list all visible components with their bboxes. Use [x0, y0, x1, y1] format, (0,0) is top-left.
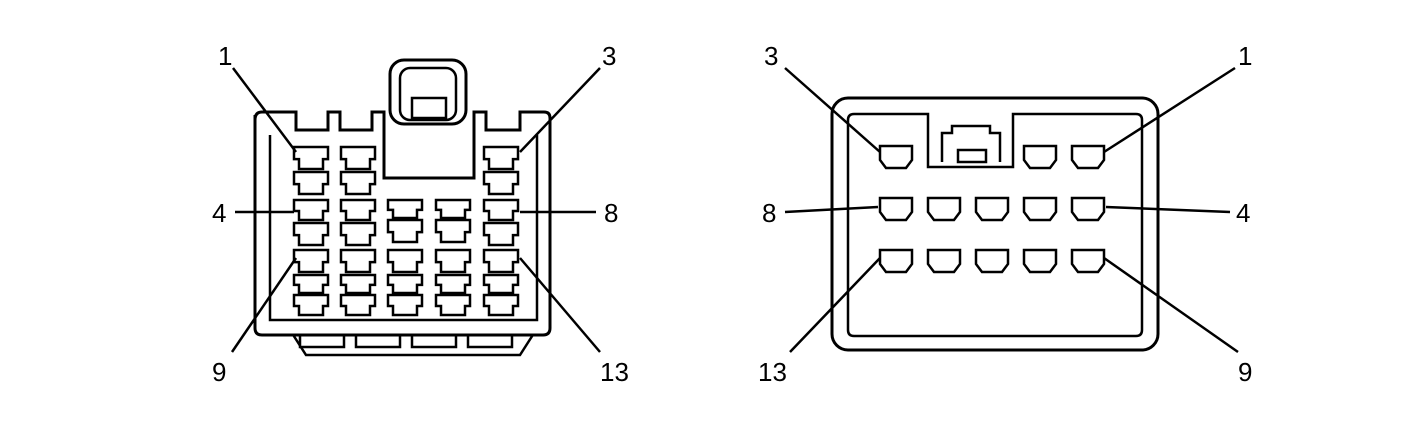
right-leader-1: [1103, 66, 1236, 154]
right-label-8: 8: [762, 198, 776, 228]
terminal-cavity: [339, 293, 377, 317]
terminal-cavity: [339, 198, 377, 222]
terminal-cavity: [482, 198, 520, 222]
terminal-cavity: [482, 273, 520, 295]
left-cavities: [292, 145, 520, 317]
terminal-cavity: [1022, 144, 1058, 170]
terminal-cavity: [1070, 196, 1106, 222]
terminal-cavity: [974, 196, 1010, 222]
terminal-cavity: [339, 248, 377, 274]
terminal-cavity: [292, 198, 330, 222]
left-leader-9: [230, 257, 298, 353]
terminal-cavity: [292, 221, 330, 247]
right-label-1: 1: [1238, 41, 1252, 71]
terminal-cavity: [482, 248, 520, 274]
terminal-cavity: [926, 248, 962, 274]
terminal-cavity: [386, 198, 424, 220]
left-leader-13: [519, 257, 601, 353]
terminal-cavity: [926, 196, 962, 222]
right-latch-window: [956, 148, 988, 164]
left-label-1: 1: [218, 41, 232, 71]
right-leader-13: [789, 257, 881, 353]
terminal-cavity: [292, 145, 330, 171]
terminal-cavity: [434, 273, 472, 295]
terminal-cavity: [386, 248, 424, 274]
terminal-cavity: [434, 293, 472, 317]
terminal-cavity: [1070, 248, 1106, 274]
left-leader-3: [519, 67, 601, 153]
right-leader-3: [784, 67, 881, 153]
right-housing-inner: [846, 112, 1144, 338]
terminal-cavity: [339, 273, 377, 295]
terminal-cavity: [292, 293, 330, 317]
left-leader-1: [232, 67, 297, 153]
terminal-cavity: [339, 170, 377, 196]
left-housing-inner: [268, 135, 539, 322]
terminal-cavity: [482, 221, 520, 247]
left-connector: 1 3 4 8 9 13: [212, 41, 629, 387]
left-label-3: 3: [602, 41, 616, 71]
terminal-cavity: [292, 170, 330, 196]
left-label-4: 4: [212, 198, 226, 228]
terminal-cavity: [434, 198, 472, 220]
left-label-8: 8: [604, 198, 618, 228]
left-label-13: 13: [600, 357, 629, 387]
terminal-cavity: [386, 293, 424, 317]
terminal-cavity: [878, 248, 914, 274]
terminal-cavity: [386, 218, 424, 244]
terminal-cavity: [339, 145, 377, 171]
terminal-cavity: [292, 273, 330, 295]
terminal-cavity: [339, 221, 377, 247]
right-label-4: 4: [1236, 198, 1250, 228]
right-cavities: [878, 144, 1106, 274]
terminal-cavity: [482, 293, 520, 317]
terminal-cavity: [1070, 144, 1106, 170]
terminal-cavity: [482, 170, 520, 196]
terminal-cavity: [482, 145, 520, 171]
right-label-9: 9: [1238, 357, 1252, 387]
right-label-3: 3: [764, 41, 778, 71]
terminal-cavity: [1022, 196, 1058, 222]
terminal-cavity: [292, 248, 330, 274]
terminal-cavity: [878, 144, 914, 170]
terminal-cavity: [878, 196, 914, 222]
terminal-cavity: [1022, 248, 1058, 274]
right-label-13: 13: [758, 357, 787, 387]
terminal-cavity: [434, 248, 472, 274]
right-connector: 3 1 8 4 13 9: [758, 41, 1252, 387]
right-leader-9: [1103, 256, 1239, 354]
terminal-cavity: [434, 218, 472, 244]
right-leader-8: [784, 205, 879, 214]
right-leader-4: [1105, 205, 1231, 214]
terminal-cavity: [386, 273, 424, 295]
left-latch-window: [410, 96, 448, 120]
terminal-cavity: [974, 248, 1010, 274]
left-label-9: 9: [212, 357, 226, 387]
